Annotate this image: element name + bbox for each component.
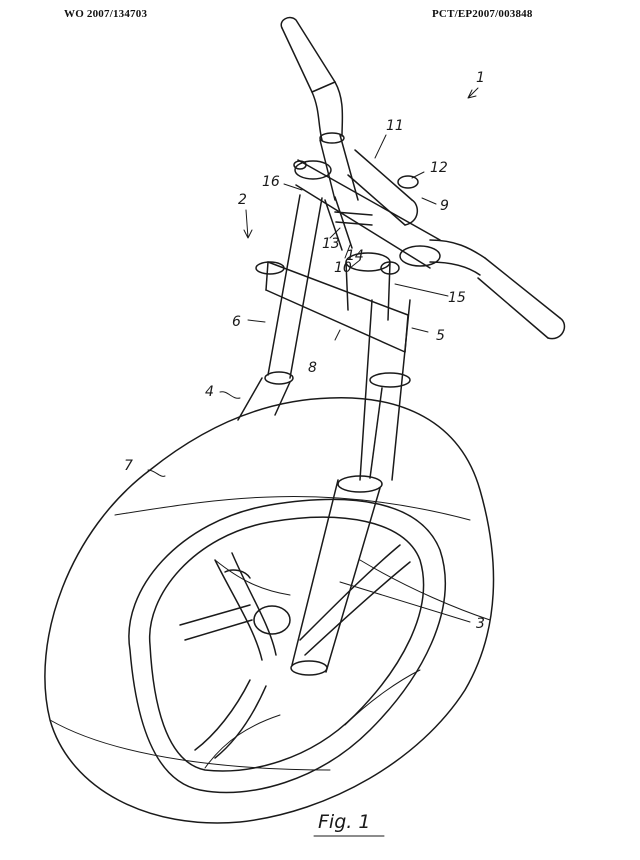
ref-7: 7: [124, 458, 133, 474]
ref-2: 2: [238, 192, 247, 208]
ref-4: 4: [205, 384, 214, 400]
ref-13: 13: [322, 236, 340, 252]
ref-15: 15: [448, 290, 466, 306]
figure-caption: Fig. 1: [318, 811, 370, 833]
ref-6: 6: [232, 314, 241, 330]
fork-drawing: [237, 194, 411, 676]
publication-number: WO 2007/134703: [64, 8, 148, 20]
leader-lines: [147, 87, 479, 623]
ref-1: 1: [476, 70, 485, 86]
ref-11: 11: [386, 118, 404, 134]
ref-8: 8: [308, 360, 317, 376]
reference-numerals: 1 2 3 4 5 6 7 8 9 10 11 12 13 14 15 16: [124, 70, 485, 632]
ref-3: 3: [476, 616, 485, 632]
ref-5: 5: [436, 328, 445, 344]
ref-16: 16: [262, 174, 280, 190]
handlebar-drawing: [280, 16, 566, 340]
ref-9: 9: [440, 198, 449, 214]
ref-14: 14: [346, 248, 364, 264]
application-number: PCT/EP2007/003848: [432, 8, 533, 20]
wheel-drawing: [44, 397, 495, 824]
ref-12: 12: [430, 160, 448, 176]
ref-10: 10: [334, 260, 352, 276]
